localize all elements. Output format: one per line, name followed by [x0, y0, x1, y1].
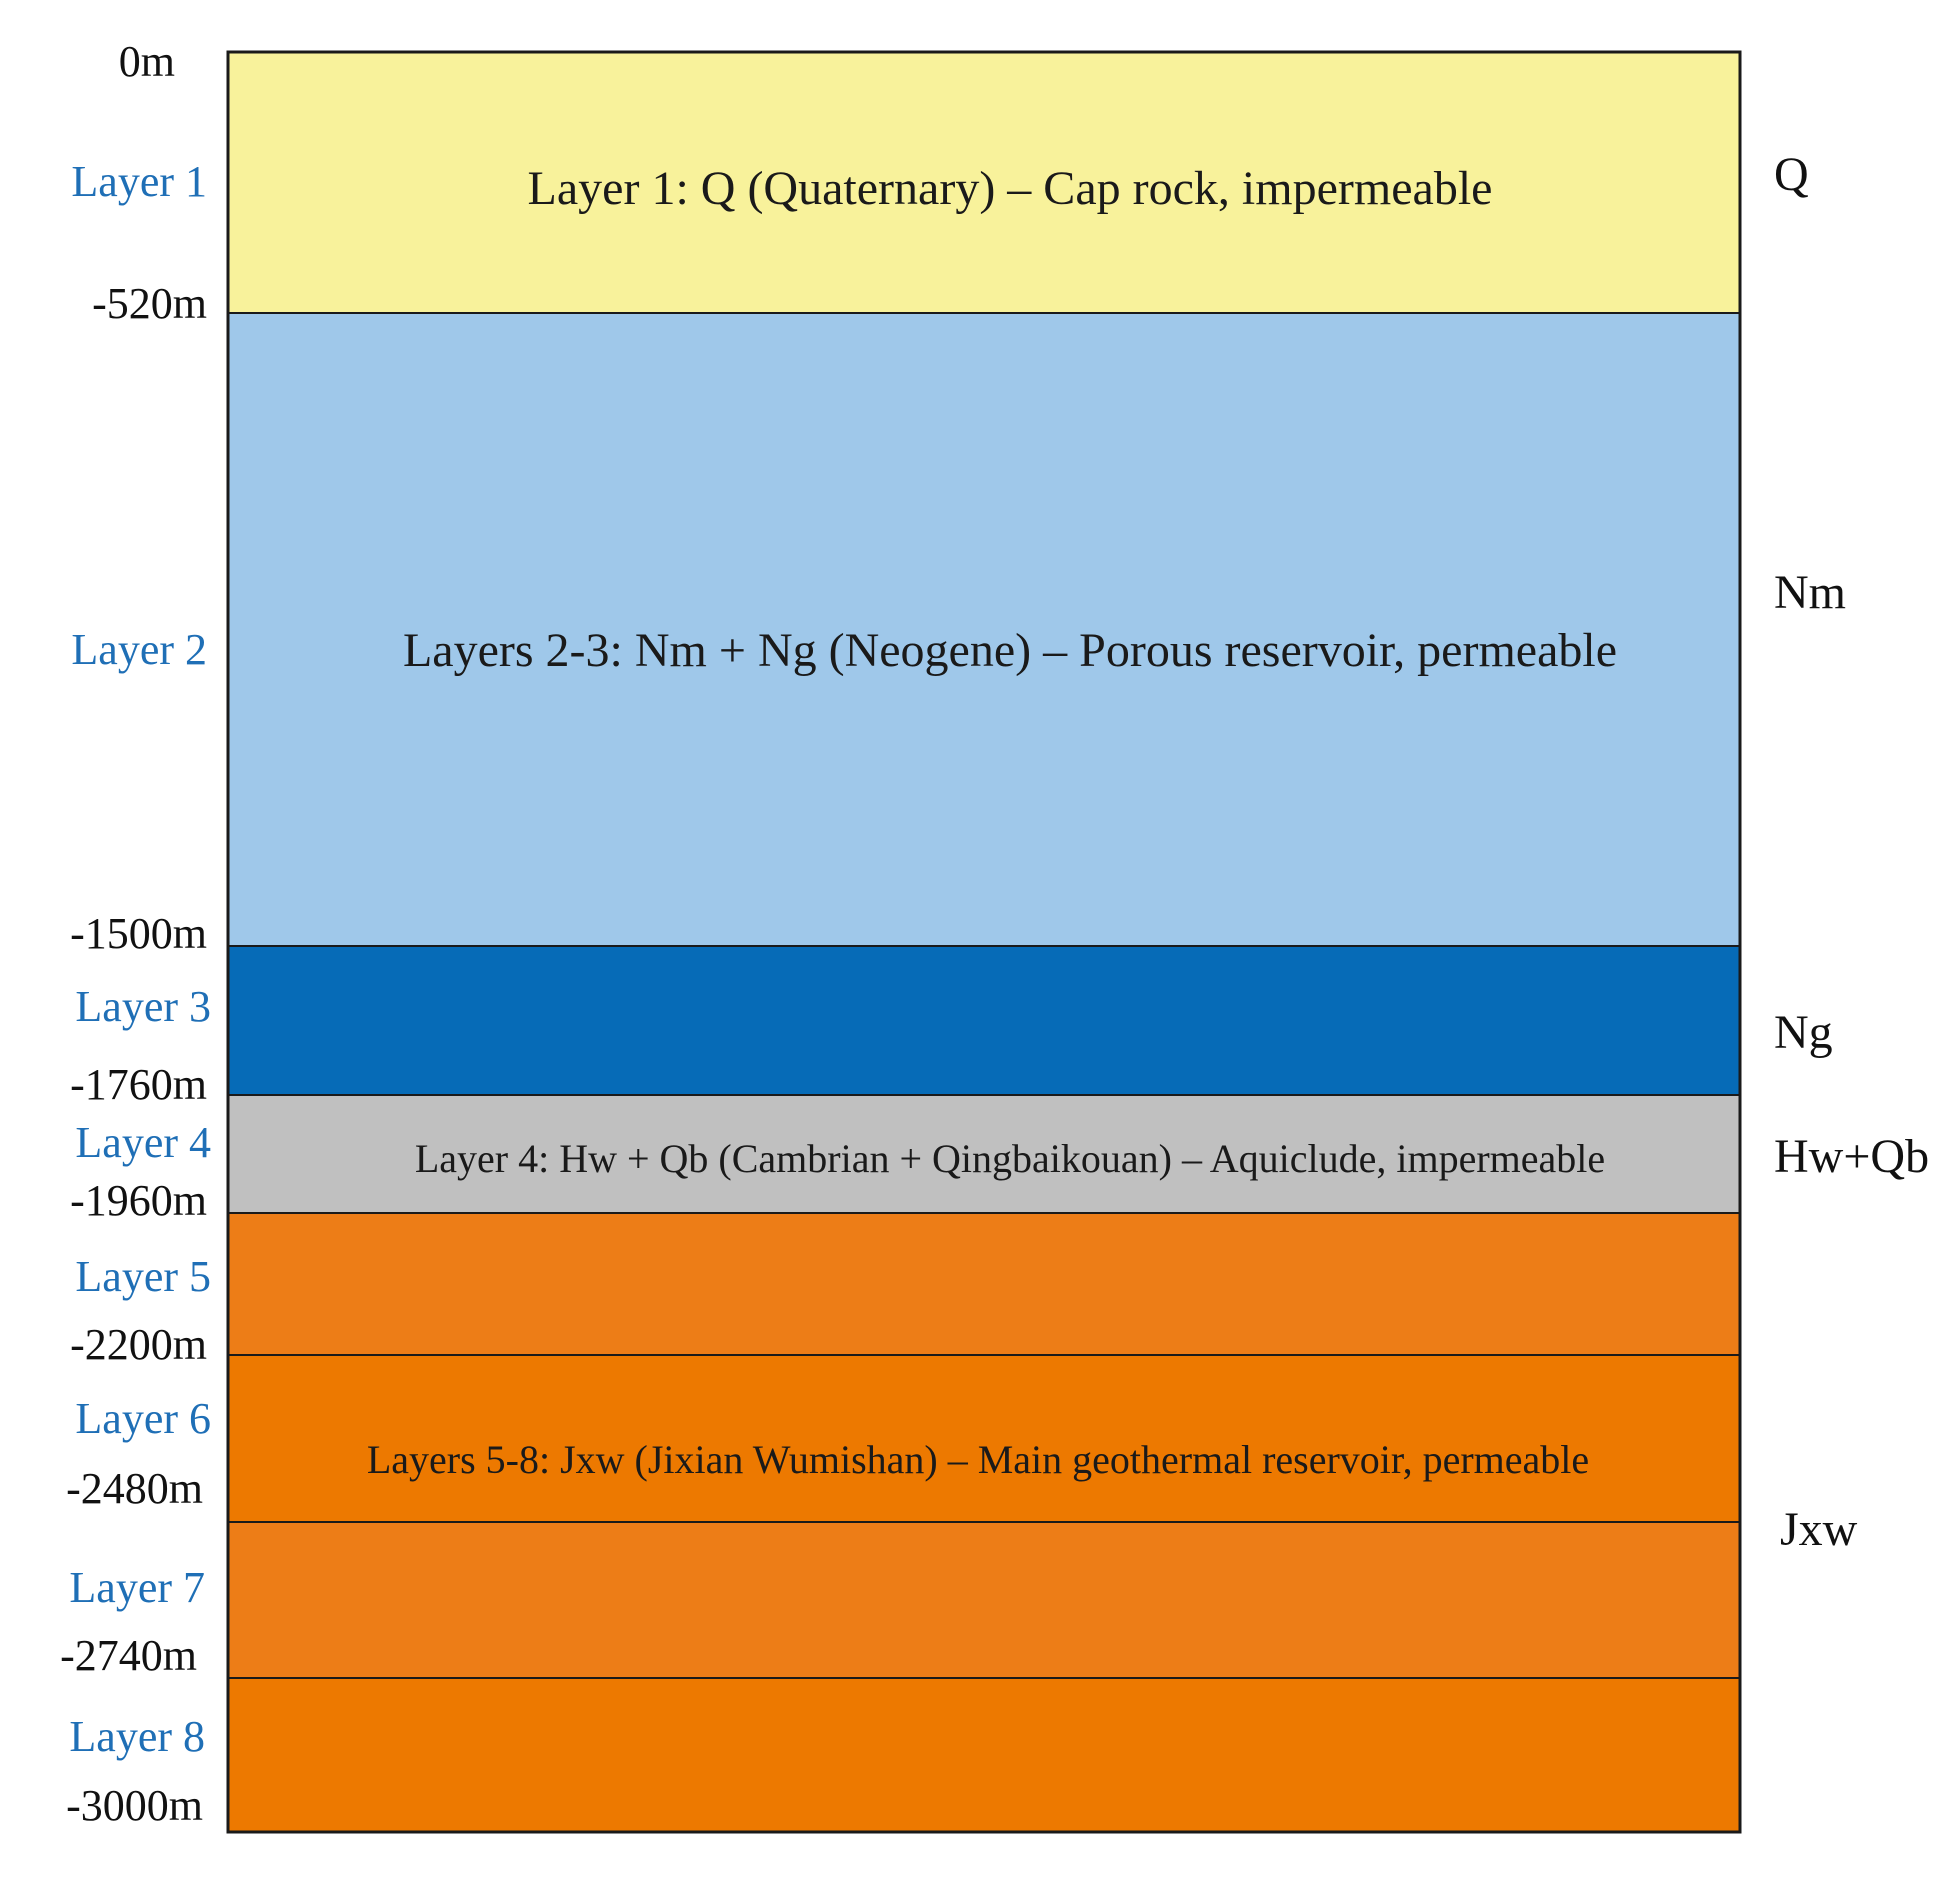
layer-label-2: Layer 2	[71, 625, 207, 674]
description-layer-1: Layer 1: Q (Quaternary) – Cap rock, impe…	[528, 162, 1493, 215]
layer-band-8	[227, 1677, 1741, 1833]
layer-descriptions: Layer 1: Q (Quaternary) – Cap rock, impe…	[367, 162, 1617, 1482]
description-layer-4: Layer 4: Hw + Qb (Cambrian + Qingbaikoua…	[415, 1136, 1605, 1181]
depth-label-1500m: -1500m	[70, 909, 207, 958]
description-layers-5-8: Layers 5-8: Jxw (Jixian Wumishan) – Main…	[367, 1437, 1589, 1482]
layer-band-4	[227, 1094, 1741, 1214]
layer-band-3	[227, 945, 1741, 1096]
formation-labels: Q Nm Ng Hw+Qb Jxw	[1774, 148, 1929, 1556]
layer-band-6	[227, 1354, 1741, 1523]
description-layers-2-3: Layers 2-3: Nm + Ng (Neogene) – Porous r…	[403, 624, 1617, 677]
formation-label-hw-qb: Hw+Qb	[1774, 1130, 1929, 1183]
layer-labels: Layer 1 Layer 2 Layer 3 Layer 4 Layer 5 …	[69, 157, 211, 1761]
column-frame	[226, 50, 1742, 1834]
formation-label-nm: Nm	[1774, 566, 1846, 619]
layer-band-5	[227, 1212, 1741, 1356]
layer-bands	[226, 50, 1742, 1834]
depth-labels: 0m -520m -1500m -1760m -1960m -2200m -24…	[60, 37, 207, 1830]
depth-label-1960m: -1960m	[70, 1176, 207, 1225]
depth-label-2480m: -2480m	[66, 1464, 203, 1513]
depth-label-1760m: -1760m	[70, 1060, 207, 1109]
depth-label-2200m: -2200m	[70, 1320, 207, 1369]
layer-label-7: Layer 7	[69, 1563, 205, 1612]
layer-label-1: Layer 1	[71, 157, 207, 206]
layer-band-2	[227, 312, 1741, 947]
layer-label-6: Layer 6	[75, 1394, 211, 1443]
depth-label-3000m: -3000m	[66, 1781, 203, 1830]
formation-label-q: Q	[1774, 148, 1809, 201]
layer-label-5: Layer 5	[75, 1252, 211, 1301]
formation-label-ng: Ng	[1774, 1006, 1833, 1059]
layer-label-4: Layer 4	[75, 1118, 211, 1167]
layer-label-3: Layer 3	[75, 982, 211, 1031]
depth-label-520m: -520m	[92, 279, 207, 328]
layer-band-1	[227, 51, 1741, 314]
formation-label-jxw: Jxw	[1780, 1503, 1858, 1556]
depth-label-0m: 0m	[119, 37, 175, 86]
layer-band-7	[227, 1521, 1741, 1679]
depth-label-2740m: -2740m	[60, 1631, 197, 1680]
layer-label-8: Layer 8	[69, 1712, 205, 1761]
